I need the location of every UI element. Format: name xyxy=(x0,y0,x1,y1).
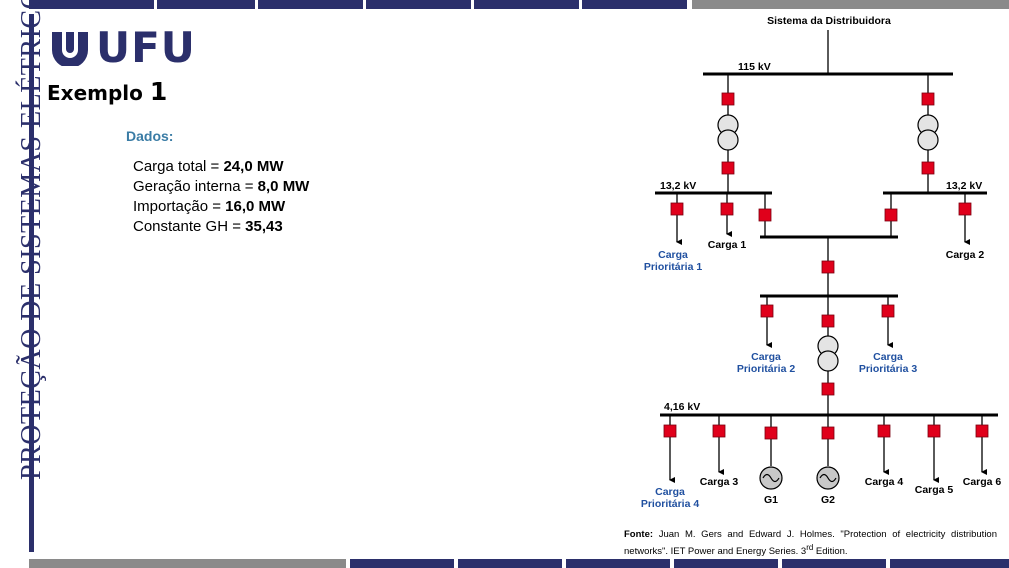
bottom-bar-segment xyxy=(890,559,1009,568)
transformer-icon xyxy=(817,335,839,372)
data-value: 16,0 MW xyxy=(225,198,286,215)
page-title-prefix: Exemplo xyxy=(47,81,150,105)
voltage-label-13kv-right: 13,2 kV xyxy=(946,180,982,192)
priority-load-label: Prioritária 1 xyxy=(644,261,703,273)
load-label: Carga 6 xyxy=(963,476,1002,488)
logo-text: UFU xyxy=(96,23,196,72)
priority-load-label: Carga xyxy=(658,249,688,261)
bottom-bar-segment xyxy=(674,559,778,568)
voltage-label-416kv: 4,16 kV xyxy=(664,401,700,413)
generator-icon xyxy=(759,466,783,490)
bottom-bar-segment xyxy=(782,559,886,568)
data-line: Geração interna = 8,0 MW xyxy=(133,177,309,197)
data-line: Constante GH = 35,43 xyxy=(133,217,309,237)
generator-icon xyxy=(816,466,840,490)
bottom-bar-segment xyxy=(350,559,454,568)
top-bar-segment xyxy=(692,0,1009,9)
source-text: Juan M. Gers and Edward J. Holmes. "Prot… xyxy=(624,529,997,558)
top-bar-segment xyxy=(366,0,471,9)
left-vertical-rule xyxy=(29,14,34,552)
load-label: Carga 3 xyxy=(700,476,739,488)
load-label: Carga 1 xyxy=(708,239,747,251)
circuit-breaker-icons xyxy=(663,92,989,440)
top-bar-segment xyxy=(29,0,154,9)
generator-label: G2 xyxy=(821,494,835,506)
priority-load-label: Prioritária 4 xyxy=(641,498,700,510)
generator-label: G1 xyxy=(764,494,778,506)
top-bar-segment xyxy=(474,0,579,9)
page-title: Exemplo 1 xyxy=(47,77,167,106)
source-tail: Edition. xyxy=(813,546,848,558)
voltage-label-13kv-left: 13,2 kV xyxy=(660,180,696,192)
data-line: Carga total = 24,0 MW xyxy=(133,157,309,177)
bottom-bar-segment xyxy=(458,559,562,568)
top-bar-segment xyxy=(157,0,255,9)
priority-load-label: Carga xyxy=(655,486,685,498)
ufu-emblem-icon xyxy=(52,32,88,66)
data-label: Carga total = xyxy=(133,158,224,175)
data-heading: Dados: xyxy=(126,128,174,144)
priority-load-label: Carga xyxy=(873,351,903,363)
load-label: Carga 4 xyxy=(865,476,904,488)
data-label: Constante GH = xyxy=(133,218,246,235)
data-value: 8,0 MW xyxy=(257,178,310,195)
transformer-icon xyxy=(917,114,939,151)
data-label: Geração interna = xyxy=(133,178,258,195)
data-list: Carga total = 24,0 MW Geração interna = … xyxy=(133,157,309,237)
bottom-bar-segment xyxy=(566,559,670,568)
transformer-icon xyxy=(717,114,739,151)
data-line: Importação = 16,0 MW xyxy=(133,197,309,217)
top-bar-segment xyxy=(258,0,363,9)
voltage-label-115kv: 115 kV xyxy=(738,61,771,73)
source-label: Fonte: xyxy=(624,529,654,540)
load-label: Carga 2 xyxy=(946,249,985,261)
priority-load-label: Prioritária 3 xyxy=(859,363,918,375)
priority-load-label: Carga xyxy=(751,351,781,363)
source-superscript: rd xyxy=(806,543,814,552)
load-label: Carga 5 xyxy=(915,484,954,496)
diagram-title: Sistema da Distribuidora xyxy=(767,15,891,27)
source-citation: Fonte: Juan M. Gers and Edward J. Holmes… xyxy=(624,528,997,558)
data-label: Importação = xyxy=(133,198,226,215)
bottom-bar-segment xyxy=(29,559,346,568)
page-title-number: 1 xyxy=(149,77,168,106)
top-bar-segment xyxy=(582,0,687,9)
priority-load-label: Prioritária 2 xyxy=(737,363,796,375)
data-value: 24,0 MW xyxy=(223,158,284,175)
data-value: 35,43 xyxy=(245,218,283,235)
ufu-logo: UFU xyxy=(48,27,196,69)
